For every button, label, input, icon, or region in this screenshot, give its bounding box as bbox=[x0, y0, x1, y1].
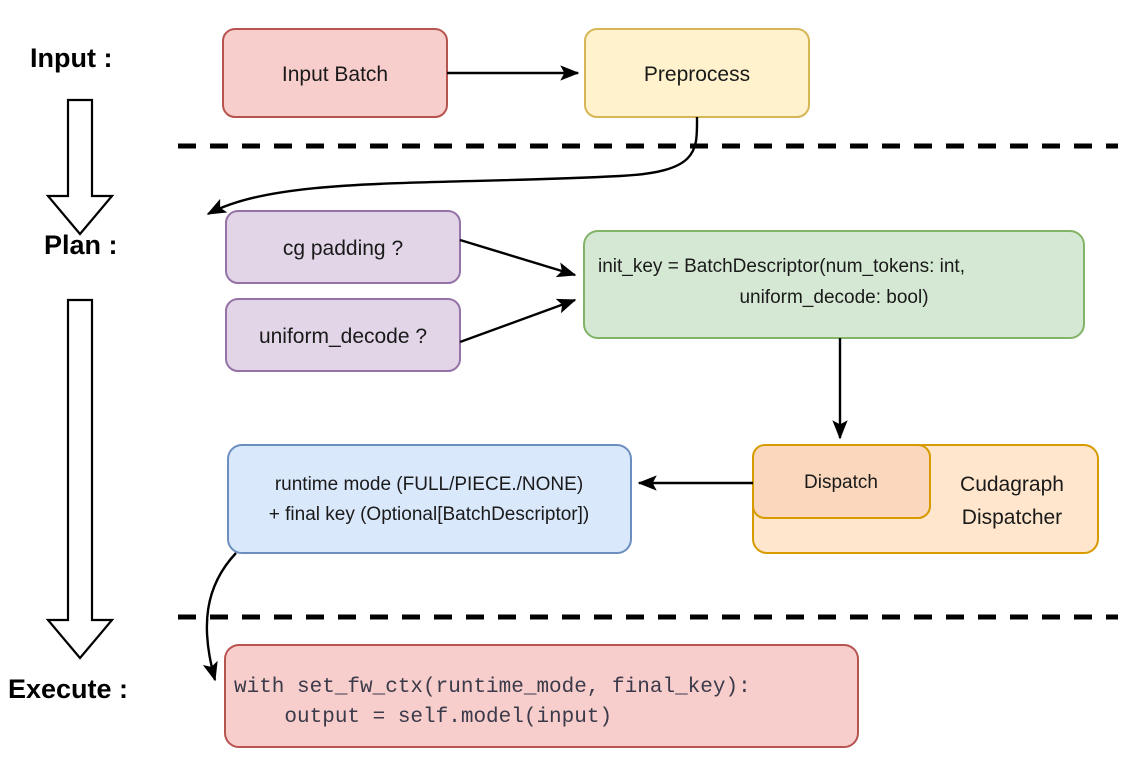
block-down-arrow-icon-plan bbox=[45, 298, 115, 660]
node-execute-code-line2: output = self.model(input) bbox=[234, 706, 612, 729]
node-cudagraph-dispatcher-line1: Cudagraph bbox=[960, 473, 1064, 496]
stage-label-input: Input : bbox=[30, 43, 112, 73]
node-runtime-mode-line1: runtime mode (FULL/PIECE./NONE) bbox=[275, 474, 583, 495]
node-runtime-mode-line2: + final key (Optional[BatchDescriptor]) bbox=[269, 504, 590, 525]
node-cudagraph-dispatcher-line2: Dispatcher bbox=[962, 506, 1062, 529]
node-init-key-line1: init_key = BatchDescriptor(num_tokens: i… bbox=[598, 256, 965, 277]
node-execute-code[interactable] bbox=[224, 644, 859, 748]
node-uniform-decode[interactable] bbox=[225, 298, 461, 372]
node-dispatch[interactable] bbox=[752, 444, 931, 519]
block-down-arrow-icon-input bbox=[45, 98, 115, 236]
node-runtime-mode[interactable] bbox=[227, 444, 632, 554]
node-uniform-decode-label: uniform_decode ? bbox=[259, 325, 427, 348]
node-dispatch-label: Dispatch bbox=[804, 472, 878, 493]
node-preprocess-label: Preprocess bbox=[644, 63, 750, 86]
stage-label-execute: Execute : bbox=[8, 674, 128, 704]
edge-uniform-decode-to-init-key bbox=[459, 298, 577, 344]
node-init-key-line2: uniform_decode: bool) bbox=[739, 287, 928, 308]
node-cg-padding-label: cg padding ? bbox=[283, 237, 403, 260]
node-init-key[interactable] bbox=[583, 230, 1085, 339]
edge-cg-padding-to-init-key bbox=[459, 238, 577, 278]
node-execute-code-line1: with set_fw_ctx(runtime_mode, final_key)… bbox=[234, 676, 751, 699]
edge-preprocess-to-cg-padding bbox=[206, 116, 699, 216]
node-cg-padding[interactable] bbox=[225, 210, 461, 284]
node-input-batch-label: Input Batch bbox=[282, 63, 388, 86]
stage-label-plan: Plan : bbox=[44, 230, 118, 260]
edge-runtime-mode-to-execute-code bbox=[202, 552, 237, 682]
